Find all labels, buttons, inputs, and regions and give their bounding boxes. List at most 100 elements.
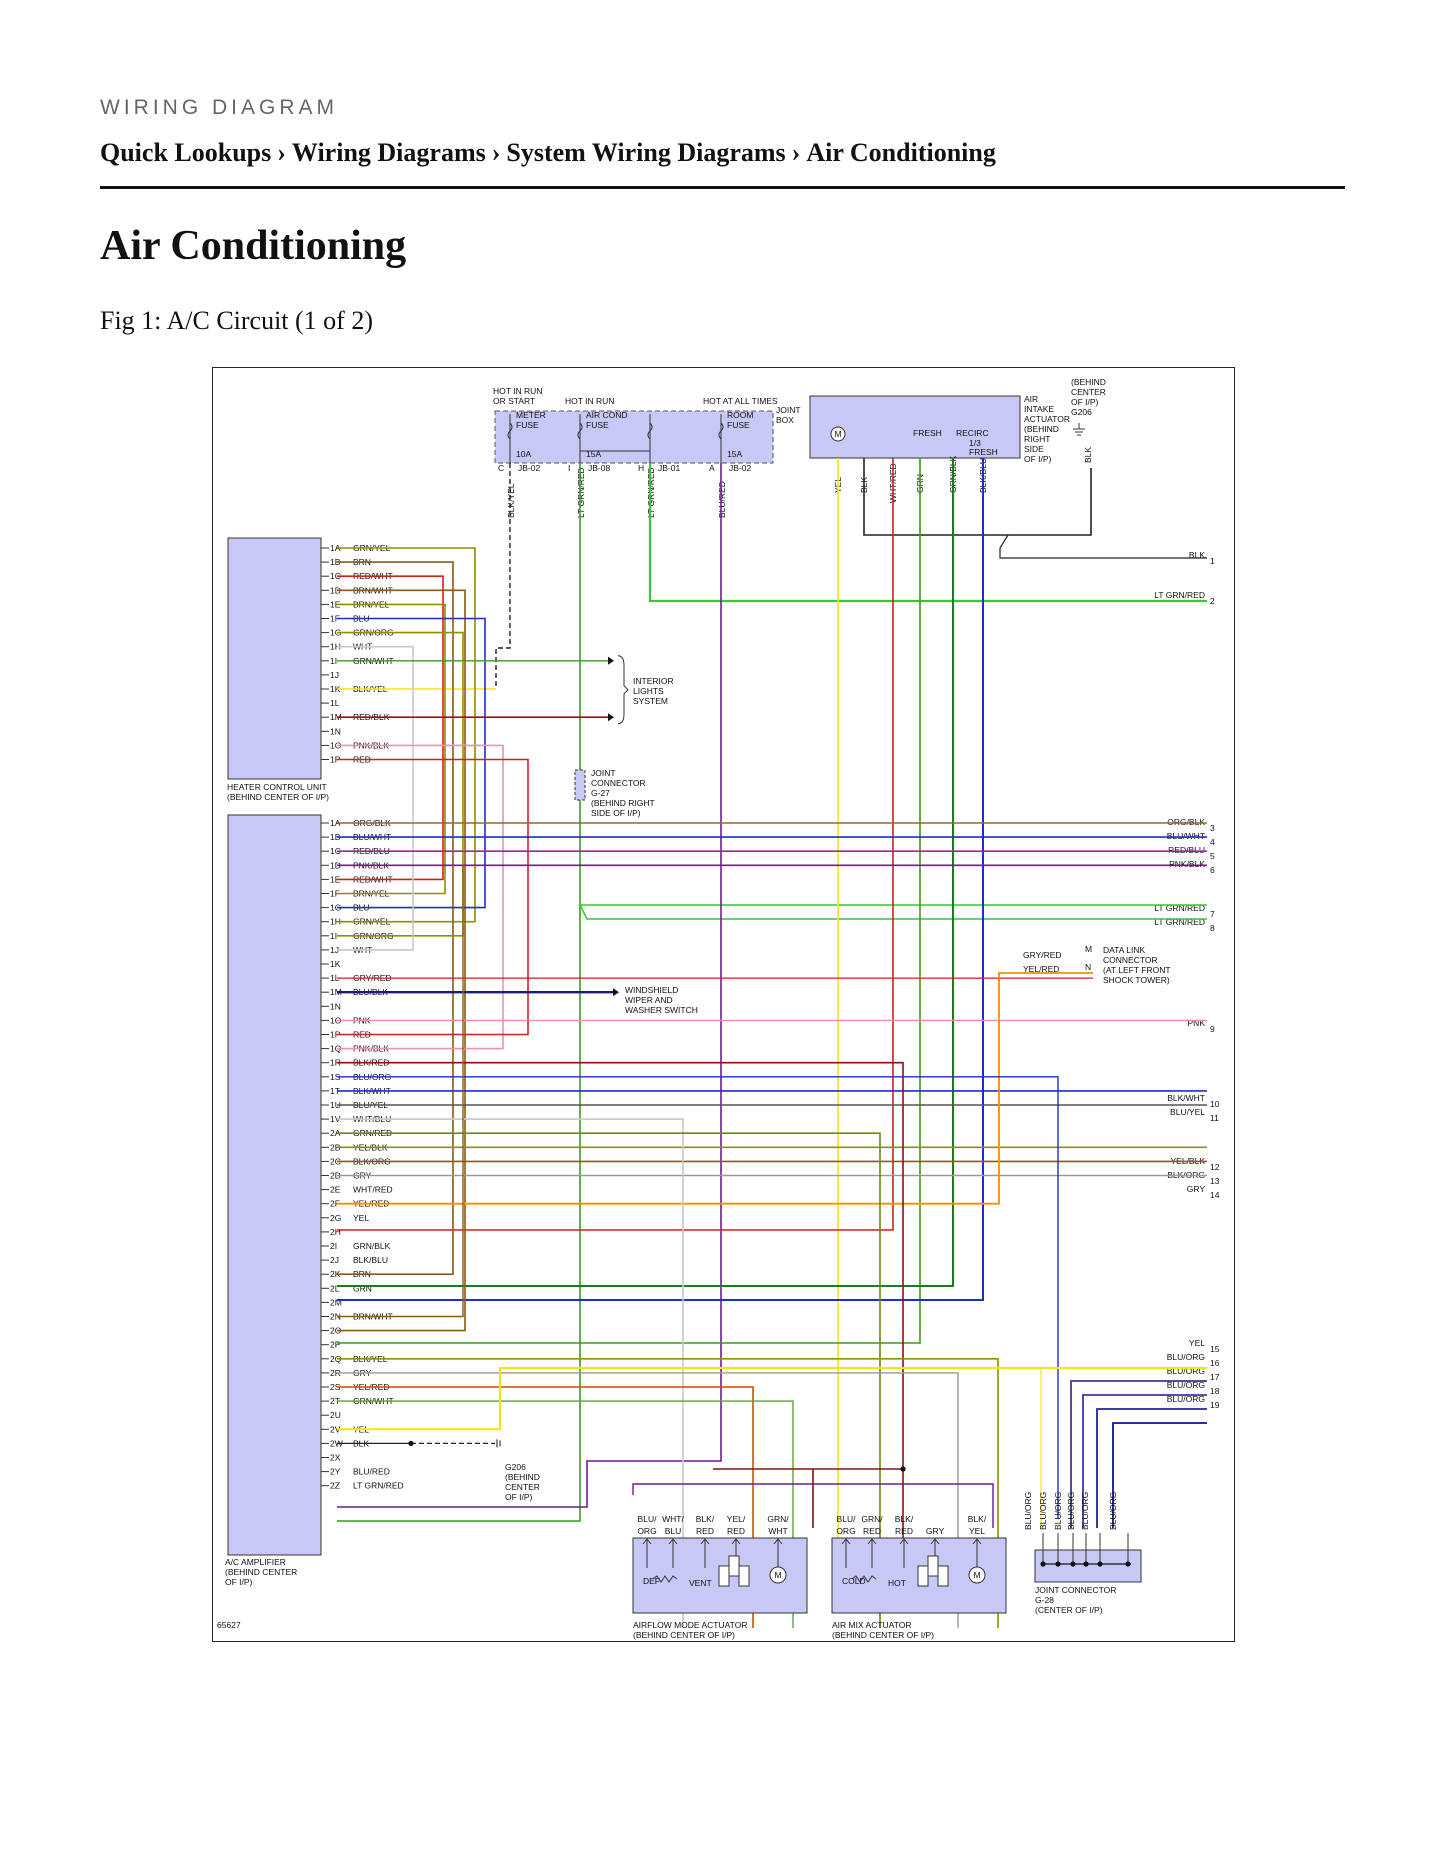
continuation-number: 3 xyxy=(1210,823,1215,833)
figure-id: 65627 xyxy=(217,1620,241,1630)
air-mix-actuator-motor-symbol xyxy=(968,1566,986,1584)
joint-connector-g27-label: G-27 xyxy=(591,788,610,798)
hcu-pin-id: 1O xyxy=(330,740,342,750)
continuation-number: 8 xyxy=(1210,923,1215,933)
continuation-number: 10 xyxy=(1210,1099,1220,1109)
continuation-wire: LT GRN/RED xyxy=(1154,917,1205,927)
ground-wire-label: BLK xyxy=(1083,447,1093,463)
hcu-pin-id: 1H xyxy=(330,642,341,652)
continuation-wire: BLK xyxy=(1189,550,1205,560)
wire-yel-red-2f xyxy=(337,972,1093,1205)
wire-hcu-to-amp xyxy=(337,744,504,1050)
fuse-rating: 15A xyxy=(727,449,742,459)
amp-pin-id: 2B xyxy=(330,1142,341,1152)
continuation-wire: BLU/ORG xyxy=(1167,1366,1205,1376)
joint-connector-g28-label: G-28 xyxy=(1035,1595,1054,1605)
data-link-label: SHOCK TOWER) xyxy=(1103,975,1170,985)
continuation-number: 15 xyxy=(1210,1344,1220,1354)
joint-box-group-label: OR START xyxy=(493,396,535,406)
amp-pin-id: 1H xyxy=(330,917,341,927)
g28-wire-label: BLU/ORG xyxy=(1038,1492,1048,1530)
hcu-pin-id: 1L xyxy=(330,698,340,708)
airflow-actuator-wire-label: RED xyxy=(727,1526,745,1536)
intake-actuator-label: INTAKE xyxy=(1024,404,1054,414)
air-mix-actuator-wire-label: BLK/ xyxy=(968,1514,987,1524)
breadcrumb-item-air-conditioning[interactable]: Air Conditioning xyxy=(806,138,996,167)
wire-hcu-to-amp xyxy=(337,645,414,951)
hcu-pin-id: 1I xyxy=(330,656,337,666)
splice-dot xyxy=(408,1440,414,1446)
g28-wire-label: BLU/ORG xyxy=(1108,1492,1118,1530)
amp-pin-id: 1R xyxy=(330,1058,341,1068)
intake-actuator-box xyxy=(809,395,1021,459)
wire-blu-org-bundle xyxy=(1096,1408,1207,1528)
continuation-wire: ORG/BLK xyxy=(1167,817,1205,827)
wire-blu-org-bundle xyxy=(1070,1380,1207,1528)
fuse-name: FUSE xyxy=(516,420,539,430)
air-mix-actuator-wire-label: YEL xyxy=(969,1526,985,1536)
air-mix-actuator-label: AIR MIX ACTUATOR xyxy=(832,1620,912,1630)
airflow-actuator-mode-label: DEF xyxy=(643,1576,660,1586)
amp-pin-id: 1L xyxy=(330,973,340,983)
fuse-rating: 15A xyxy=(586,449,601,459)
airflow-actuator-switch xyxy=(728,1555,740,1577)
wire-hcu-to-amp xyxy=(337,617,486,909)
breadcrumb-item-quick-lookups[interactable]: Quick Lookups xyxy=(100,138,272,167)
amp-pin-id: 1P xyxy=(330,1030,341,1040)
g28-wire-label: BLU/ORG xyxy=(1080,1492,1090,1530)
airflow-actuator-resistor xyxy=(652,1575,678,1583)
breadcrumb-item-wiring-diagrams[interactable]: Wiring Diagrams xyxy=(291,138,486,167)
breadcrumb-separator: › xyxy=(491,138,501,167)
amp-pin-id: 2T xyxy=(330,1396,340,1406)
ground-g206-symbol xyxy=(496,1439,501,1448)
ac-amplifier-label: OF I/P) xyxy=(225,1577,253,1587)
joint-connector-g27-label: JOINT xyxy=(591,768,616,778)
amp-pin-wire: GRN xyxy=(353,1283,372,1293)
fuse-pin: A xyxy=(709,463,715,473)
amp-pin-wire: BLK/BLU xyxy=(353,1255,388,1265)
joint-box xyxy=(494,410,774,464)
continuation-wire: PNK/BLK xyxy=(1169,859,1205,869)
wire-blk-1 xyxy=(999,534,1207,559)
arrow-head xyxy=(613,988,619,997)
amp-pin-id: 1E xyxy=(330,874,341,884)
g28-splice-dot xyxy=(1097,1561,1103,1567)
continuation-wire: GRY xyxy=(1187,1184,1206,1194)
wire-blu-org-bundle xyxy=(1112,1422,1207,1528)
hcu-pin-id: 1A xyxy=(330,543,341,553)
continuation-wire: YEL xyxy=(1189,1338,1205,1348)
continuation-wire: BLK/WHT xyxy=(1167,1093,1205,1103)
amp-pin-id: 1M xyxy=(330,987,342,997)
joint-connector-g27-label: SIDE OF I/P) xyxy=(591,808,641,818)
hcu-pin-id: 1K xyxy=(330,684,341,694)
airflow-actuator-mode-label: VENT xyxy=(689,1578,712,1588)
continuation-number: 5 xyxy=(1210,851,1215,861)
fuse-pin: I xyxy=(568,463,570,473)
airflow-actuator-wire-label: WHT/ xyxy=(662,1514,684,1524)
fuse-ref: JB-08 xyxy=(588,463,610,473)
fuse-rating: 10A xyxy=(516,449,531,459)
airflow-actuator-wire-label: ORG xyxy=(637,1526,656,1536)
intake-motor-label: M xyxy=(834,429,841,439)
ground-top-label: G206 xyxy=(1071,407,1092,417)
amp-pin-wire: WHT/RED xyxy=(353,1185,393,1195)
data-link-pin: N xyxy=(1085,962,1091,972)
joint-box-label: BOX xyxy=(776,415,794,425)
ground-top-label: CENTER xyxy=(1071,387,1106,397)
wire-hcu-to-amp xyxy=(337,758,529,1036)
amp-pin-id: 2J xyxy=(330,1255,339,1265)
joint-connector-g28-label: (CENTER OF I/P) xyxy=(1035,1605,1103,1615)
amp-pin-id: 2P xyxy=(330,1340,341,1350)
data-link-label: (AT LEFT FRONT xyxy=(1103,965,1171,975)
amp-pin-id: 2Y xyxy=(330,1467,341,1477)
wire-hcu-to-amp xyxy=(337,631,464,937)
fuse-symbol xyxy=(577,422,583,440)
continuation-number: 18 xyxy=(1210,1386,1220,1396)
airflow-actuator-switch xyxy=(718,1565,730,1587)
airflow-actuator-switch xyxy=(738,1565,750,1587)
breadcrumb-item-system-wiring-diagrams[interactable]: System Wiring Diagrams xyxy=(506,138,786,167)
airflow-actuator-wire-label: BLU/ xyxy=(638,1514,658,1524)
airflow-actuator-wire-label: BLU xyxy=(665,1526,682,1536)
continuation-wire: BLU/YEL xyxy=(1170,1107,1205,1117)
g28-splice-dot xyxy=(1070,1561,1076,1567)
